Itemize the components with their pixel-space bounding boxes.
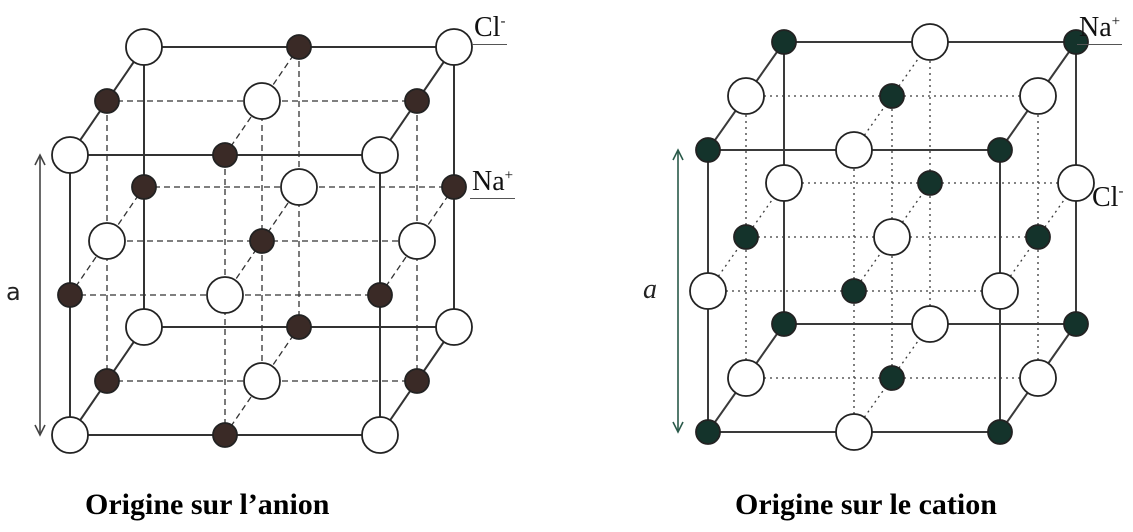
sodium-ion: [286, 34, 312, 60]
chloride-symbol: Cl: [1092, 182, 1119, 213]
chloride-ion: [51, 416, 89, 454]
chloride-ion: [689, 272, 727, 310]
sodium-ion: [771, 311, 797, 337]
chloride-label: Cl-: [472, 12, 508, 45]
chloride-ion: [873, 218, 911, 256]
sodium-ion: [94, 88, 120, 114]
sodium-ion: [404, 88, 430, 114]
chloride-ion: [727, 359, 765, 397]
chloride-symbol: Cl: [474, 12, 501, 43]
sodium-ion: [879, 83, 905, 109]
chloride-ion: [398, 222, 436, 260]
chloride-ion: [243, 362, 281, 400]
arrow-head: [34, 153, 46, 166]
chloride-ion: [51, 136, 89, 174]
sodium-ion: [841, 278, 867, 304]
chloride-ion: [981, 272, 1019, 310]
chloride-ion: [911, 23, 949, 61]
sodium-ion: [249, 228, 275, 254]
chloride-ion: [206, 276, 244, 314]
sodium-ion: [695, 419, 721, 445]
sodium-ion: [1063, 29, 1089, 55]
chloride-ion: [125, 28, 163, 66]
chloride-ion: [911, 305, 949, 343]
sodium-ion: [917, 170, 943, 196]
chloride-ion: [435, 308, 473, 346]
chloride-ion: [727, 77, 765, 115]
sodium-ion: [1025, 224, 1051, 250]
sodium-charge: +: [504, 167, 514, 184]
sodium-ion: [404, 368, 430, 394]
lattice-parameter-label: a: [6, 278, 21, 306]
chloride-ion: [88, 222, 126, 260]
left-crystal-diagram: [34, 28, 473, 454]
chloride-ion: [1057, 164, 1095, 202]
sodium-ion: [367, 282, 393, 308]
chloride-charge: -: [500, 13, 506, 30]
sodium-ion: [212, 142, 238, 168]
chloride-ion: [361, 416, 399, 454]
chloride-ion: [243, 82, 281, 120]
left-panel: Cl- Na+ a: [0, 0, 560, 470]
sodium-ion: [987, 419, 1013, 445]
chloride-ion: [435, 28, 473, 66]
right-panel: Na+ Cl- a: [560, 0, 1133, 470]
arrow-head: [672, 421, 684, 434]
sodium-label: Na+: [470, 166, 516, 199]
lattice-parameter-label: a: [643, 274, 657, 305]
chloride-ion: [1019, 77, 1057, 115]
sodium-ion: [286, 314, 312, 340]
arrow-head: [34, 424, 46, 437]
arrow-head: [672, 148, 684, 161]
sodium-ion: [441, 174, 467, 200]
caption-cation-origin: Origine sur le cation: [735, 488, 997, 521]
chloride-ion: [1019, 359, 1057, 397]
sodium-ion: [695, 137, 721, 163]
chloride-ion: [361, 136, 399, 174]
sodium-ion: [131, 174, 157, 200]
sodium-ion: [771, 29, 797, 55]
sodium-ion: [1063, 311, 1089, 337]
sodium-ion: [212, 422, 238, 448]
chloride-ion: [765, 164, 803, 202]
sodium-symbol: Na: [1079, 12, 1112, 43]
chloride-ion: [280, 168, 318, 206]
chloride-ion: [125, 308, 163, 346]
sodium-label: Na+: [1077, 12, 1123, 45]
caption-anion-origin: Origine sur l’anion: [85, 488, 330, 521]
sodium-ion: [879, 365, 905, 391]
sodium-charge: +: [1111, 13, 1121, 30]
chloride-label: Cl-: [1090, 184, 1125, 214]
chloride-ion: [835, 131, 873, 169]
sodium-symbol: Na: [472, 166, 505, 197]
sodium-ion: [733, 224, 759, 250]
sodium-ion: [94, 368, 120, 394]
sodium-ion: [57, 282, 83, 308]
chloride-charge: -: [1118, 183, 1124, 200]
sodium-ion: [987, 137, 1013, 163]
right-crystal-diagram: [672, 23, 1095, 451]
chloride-ion: [835, 413, 873, 451]
